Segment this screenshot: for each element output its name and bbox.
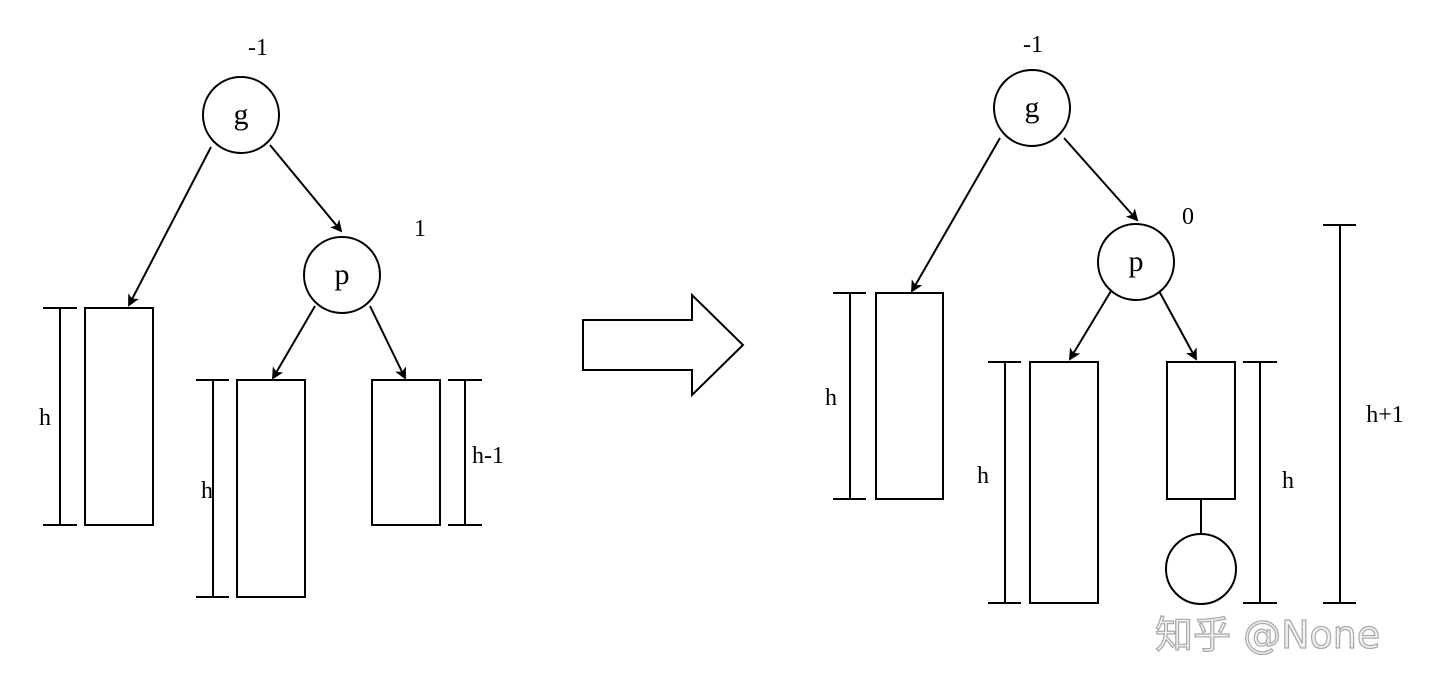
after-height-bracket-p-left	[988, 361, 1021, 604]
after-height-bracket-g-left	[833, 292, 866, 500]
before-node-p: p	[303, 236, 381, 314]
before-height-label-p-left: h	[201, 478, 213, 504]
after-subtree-p-right	[1166, 361, 1236, 500]
after-subtree-p-left	[1029, 361, 1099, 604]
after-inserted-node	[1165, 533, 1237, 605]
before-edge-g-left	[128, 146, 212, 307]
before-height-bracket-g-left	[43, 307, 77, 526]
after-node-g: g	[993, 69, 1071, 147]
after-edge-p-left	[1068, 290, 1112, 361]
before-node-g-circle	[202, 76, 280, 154]
before-node-p-circle	[303, 236, 381, 314]
after-height-label-p-right: h	[1282, 468, 1294, 494]
after-height-label-g-left: h	[825, 385, 837, 411]
before-node-g-label: g	[234, 98, 249, 131]
before-p-balance: 1	[414, 216, 426, 242]
before-subtree-g-left	[84, 307, 154, 526]
after-height-label-p-left: h	[977, 463, 989, 489]
before-tree: -1 1 g p h h	[39, 35, 504, 598]
after-node-p: p	[1097, 223, 1175, 301]
before-subtree-p-left	[236, 379, 306, 598]
after-subtree-g-left	[875, 292, 944, 500]
after-p-balance: 0	[1182, 204, 1194, 230]
before-edge-p-right	[369, 305, 407, 380]
before-node-p-label: p	[335, 258, 350, 291]
after-edge-g-left	[911, 137, 1001, 293]
after-node-p-label: p	[1129, 245, 1144, 278]
after-g-balance: -1	[1023, 32, 1043, 58]
before-height-label-g-left: h	[39, 405, 51, 431]
before-g-balance: -1	[248, 35, 268, 61]
before-edge-g-p	[269, 144, 343, 233]
before-height-bracket-p-left	[196, 379, 229, 598]
after-tree: -1 0 g p h h	[825, 32, 1404, 605]
after-node-p-circle	[1097, 223, 1175, 301]
before-height-bracket-p-right	[448, 379, 482, 526]
before-edge-p-left	[271, 305, 316, 380]
after-edge-p-right	[1158, 290, 1197, 361]
arrow-right-icon	[582, 292, 745, 398]
after-height-bracket-p-right	[1243, 361, 1277, 604]
after-node-g-circle	[993, 69, 1071, 147]
after-total-height-bracket	[1323, 224, 1356, 604]
after-total-height-label: h+1	[1366, 402, 1404, 428]
after-node-g-label: g	[1025, 91, 1040, 124]
before-height-label-p-right: h-1	[472, 443, 504, 469]
before-node-g: g	[202, 76, 280, 154]
watermark: 知乎 @None	[1155, 613, 1380, 657]
before-subtree-p-right	[371, 379, 441, 526]
after-edge-g-p	[1063, 137, 1139, 222]
